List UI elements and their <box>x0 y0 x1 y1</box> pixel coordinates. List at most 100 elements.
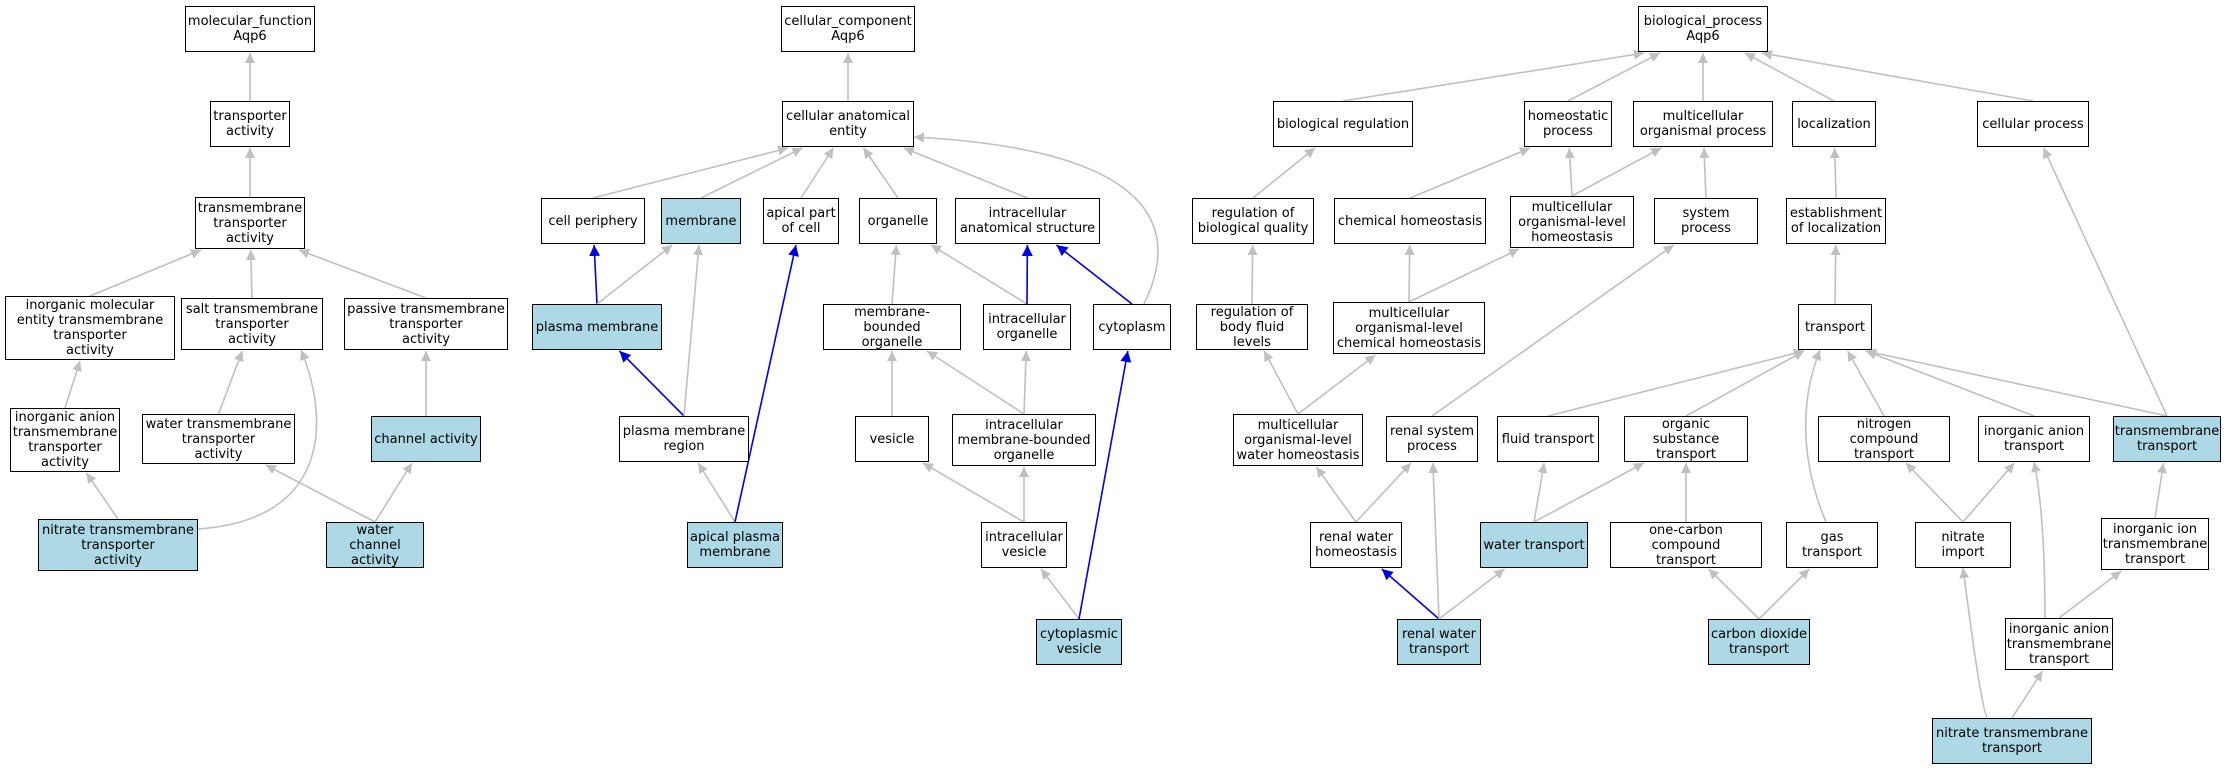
node-inorganic-anion-transmembrane-transport[interactable]: inorganic anion transmembrane transport <box>2005 618 2113 670</box>
node-multicellular-organismal-process[interactable]: multicellular organismal process <box>1633 101 1773 147</box>
node-cell-periphery[interactable]: cell periphery <box>541 198 645 244</box>
node-molecular-function-root[interactable]: molecular_function Aqp6 <box>185 6 315 52</box>
edge-hp-to-bp <box>1567 52 1661 102</box>
node-transport[interactable]: transport <box>1798 304 1872 350</box>
node-label: localization <box>1797 116 1871 132</box>
edge-gt-to-tr <box>1804 349 1827 523</box>
node-establishment-of-localization[interactable]: establishment of localization <box>1786 198 1886 244</box>
node-label: transmembrane transporter activity <box>197 200 303 246</box>
node-regulation-of-biological-quality[interactable]: regulation of biological quality <box>1192 198 1314 244</box>
edge-cyt-to-cae <box>913 132 1159 305</box>
node-cellular-process[interactable]: cellular process <box>1977 101 2089 147</box>
node-label: fluid transport <box>1501 431 1595 447</box>
node-label: multicellular organismal-level homeostas… <box>1518 199 1626 245</box>
node-label: cellular anatomical entity <box>786 109 910 139</box>
edge-iitt-to-tmt <box>2154 462 2167 519</box>
node-fluid-transport[interactable]: fluid transport <box>1497 416 1599 462</box>
node-water-transport[interactable]: water transport <box>1480 522 1588 568</box>
node-one-carbon-compound-transport[interactable]: one-carbon compound transport <box>1610 522 1762 568</box>
node-label: cytoplasmic vesicle <box>1040 627 1118 657</box>
node-salt-transmembrane-transporter-activity[interactable]: salt transmembrane transporter activity <box>181 298 323 350</box>
node-organelle[interactable]: organelle <box>859 198 937 244</box>
node-transmembrane-transport[interactable]: transmembrane transport <box>2113 416 2221 462</box>
node-homeostatic-process[interactable]: homeostatic process <box>1524 101 1612 147</box>
node-water-channel-activity[interactable]: water channel activity <box>326 522 424 568</box>
node-passive-transmembrane-transporter-activity[interactable]: passive transmembrane transporter activi… <box>344 298 508 350</box>
node-label: membrane <box>665 213 737 229</box>
node-localization[interactable]: localization <box>1792 101 1876 147</box>
node-transmembrane-transporter-activity[interactable]: transmembrane transporter activity <box>195 197 305 249</box>
node-renal-water-transport[interactable]: renal water transport <box>1397 619 1481 665</box>
node-membrane-bounded-organelle[interactable]: membrane-bounded organelle <box>823 304 961 350</box>
node-label: plasma membrane region <box>622 424 746 454</box>
node-multicellular-organismal-level-homeostasis[interactable]: multicellular organismal-level homeostas… <box>1510 196 1634 248</box>
edge-ias-to-cae <box>903 147 1028 199</box>
node-regulation-of-body-fluid-levels[interactable]: regulation of body fluid levels <box>1196 304 1308 350</box>
node-transporter-activity[interactable]: transporter activity <box>210 101 290 147</box>
edge-apc-to-cae <box>800 147 835 199</box>
edge-wca-to-ca <box>374 462 413 523</box>
node-plasma-membrane-region[interactable]: plasma membrane region <box>619 416 749 462</box>
node-intracellular-membrane-bounded-organelle[interactable]: intracellular membrane-bounded organelle <box>952 414 1096 466</box>
node-label: regulation of body fluid levels <box>1210 304 1294 350</box>
node-label: multicellular organismal-level chemical … <box>1336 305 1482 351</box>
node-plasma-membrane[interactable]: plasma membrane <box>532 304 662 350</box>
node-intracellular-vesicle[interactable]: intracellular vesicle <box>981 522 1067 568</box>
edge-nct-to-tr <box>1846 350 1885 417</box>
node-label: water channel activity <box>349 522 401 568</box>
edge-iatt-to-iitt <box>2058 570 2122 619</box>
node-label: cellular_component Aqp6 <box>784 14 912 44</box>
node-label: membrane-bounded organelle <box>854 304 930 350</box>
node-intracellular-organelle[interactable]: intracellular organelle <box>983 304 1071 350</box>
node-chemical-homeostasis[interactable]: chemical homeostasis <box>1334 198 1486 244</box>
node-intracellular-anatomical-structure[interactable]: intracellular anatomical structure <box>955 198 1100 244</box>
node-gas-transport[interactable]: gas transport <box>1786 522 1878 568</box>
node-label: inorganic anion transport <box>1983 424 2085 454</box>
node-label: renal system process <box>1389 424 1474 454</box>
node-apical-plasma-membrane[interactable]: apical plasma membrane <box>687 522 783 568</box>
node-label: cell periphery <box>548 213 638 229</box>
node-label: system process <box>1681 206 1731 236</box>
edge-molwh-to-molch <box>1297 354 1376 415</box>
node-label: gas transport <box>1801 530 1863 560</box>
node-biological-regulation[interactable]: biological regulation <box>1273 101 1413 147</box>
edge-wt-to-ft <box>1533 462 1548 523</box>
edge-ni-to-nct <box>1905 462 1964 523</box>
node-biological-process-root[interactable]: biological_process Aqp6 <box>1638 6 1768 52</box>
node-nitrate-import[interactable]: nitrate import <box>1915 522 2011 568</box>
node-nitrate-transmembrane-transport[interactable]: nitrate transmembrane transport <box>1932 718 2092 764</box>
node-nitrate-transmembrane-transporter-activity[interactable]: nitrate transmembrane transporter activi… <box>38 519 198 571</box>
node-organic-substance-transport[interactable]: organic substance transport <box>1624 416 1748 462</box>
node-inorganic-anion-transmembrane-transporter-activity[interactable]: inorganic anion transmembrane transporte… <box>10 408 120 472</box>
edge-org-to-cae <box>862 147 899 199</box>
node-cellular-component-root[interactable]: cellular_component Aqp6 <box>781 6 915 52</box>
node-cellular-anatomical-entity[interactable]: cellular anatomical entity <box>782 101 914 147</box>
node-cytoplasmic-vesicle[interactable]: cytoplasmic vesicle <box>1036 619 1122 665</box>
node-vesicle[interactable]: vesicle <box>855 416 929 462</box>
node-cytoplasm[interactable]: cytoplasm <box>1093 304 1171 350</box>
node-system-process[interactable]: system process <box>1654 198 1758 244</box>
node-label: transporter activity <box>213 109 287 139</box>
node-apical-part-of-cell[interactable]: apical part of cell <box>763 198 839 244</box>
node-channel-activity[interactable]: channel activity <box>371 416 481 462</box>
node-multicellular-organismal-level-water-homeostasis[interactable]: multicellular organismal-level water hom… <box>1233 414 1363 466</box>
edge-ch-to-hp <box>1409 147 1531 199</box>
node-renal-system-process[interactable]: renal system process <box>1386 416 1478 462</box>
node-carbon-dioxide-transport[interactable]: carbon dioxide transport <box>1708 619 1810 665</box>
node-water-transmembrane-transporter-activity[interactable]: water transmembrane transporter activity <box>142 414 295 464</box>
node-label: water transport <box>1483 537 1585 553</box>
edge-br-to-bp <box>1342 49 1645 102</box>
edge-tmt-to-tr <box>1865 348 2168 417</box>
node-inorganic-ion-transmembrane-transport[interactable]: inorganic ion transmembrane transport <box>2101 518 2209 570</box>
edge-eol-to-loc <box>1829 147 1840 199</box>
edge-iat-to-tr <box>1865 349 2035 417</box>
node-label: one-carbon compound transport <box>1649 522 1723 568</box>
node-inorganic-molecular-entity-transmembrane-transporter-activity[interactable]: inorganic molecular entity transmembrane… <box>5 296 175 360</box>
node-inorganic-anion-transport[interactable]: inorganic anion transport <box>1978 416 2090 462</box>
node-multicellular-organismal-level-chemical-homeostasis[interactable]: multicellular organismal-level chemical … <box>1333 302 1485 354</box>
node-nitrogen-compound-transport[interactable]: nitrogen compound transport <box>1818 416 1950 462</box>
node-membrane[interactable]: membrane <box>661 198 741 244</box>
node-renal-water-homeostasis[interactable]: renal water homeostasis <box>1310 522 1402 568</box>
edge-ntta-to-iatta <box>85 472 119 520</box>
